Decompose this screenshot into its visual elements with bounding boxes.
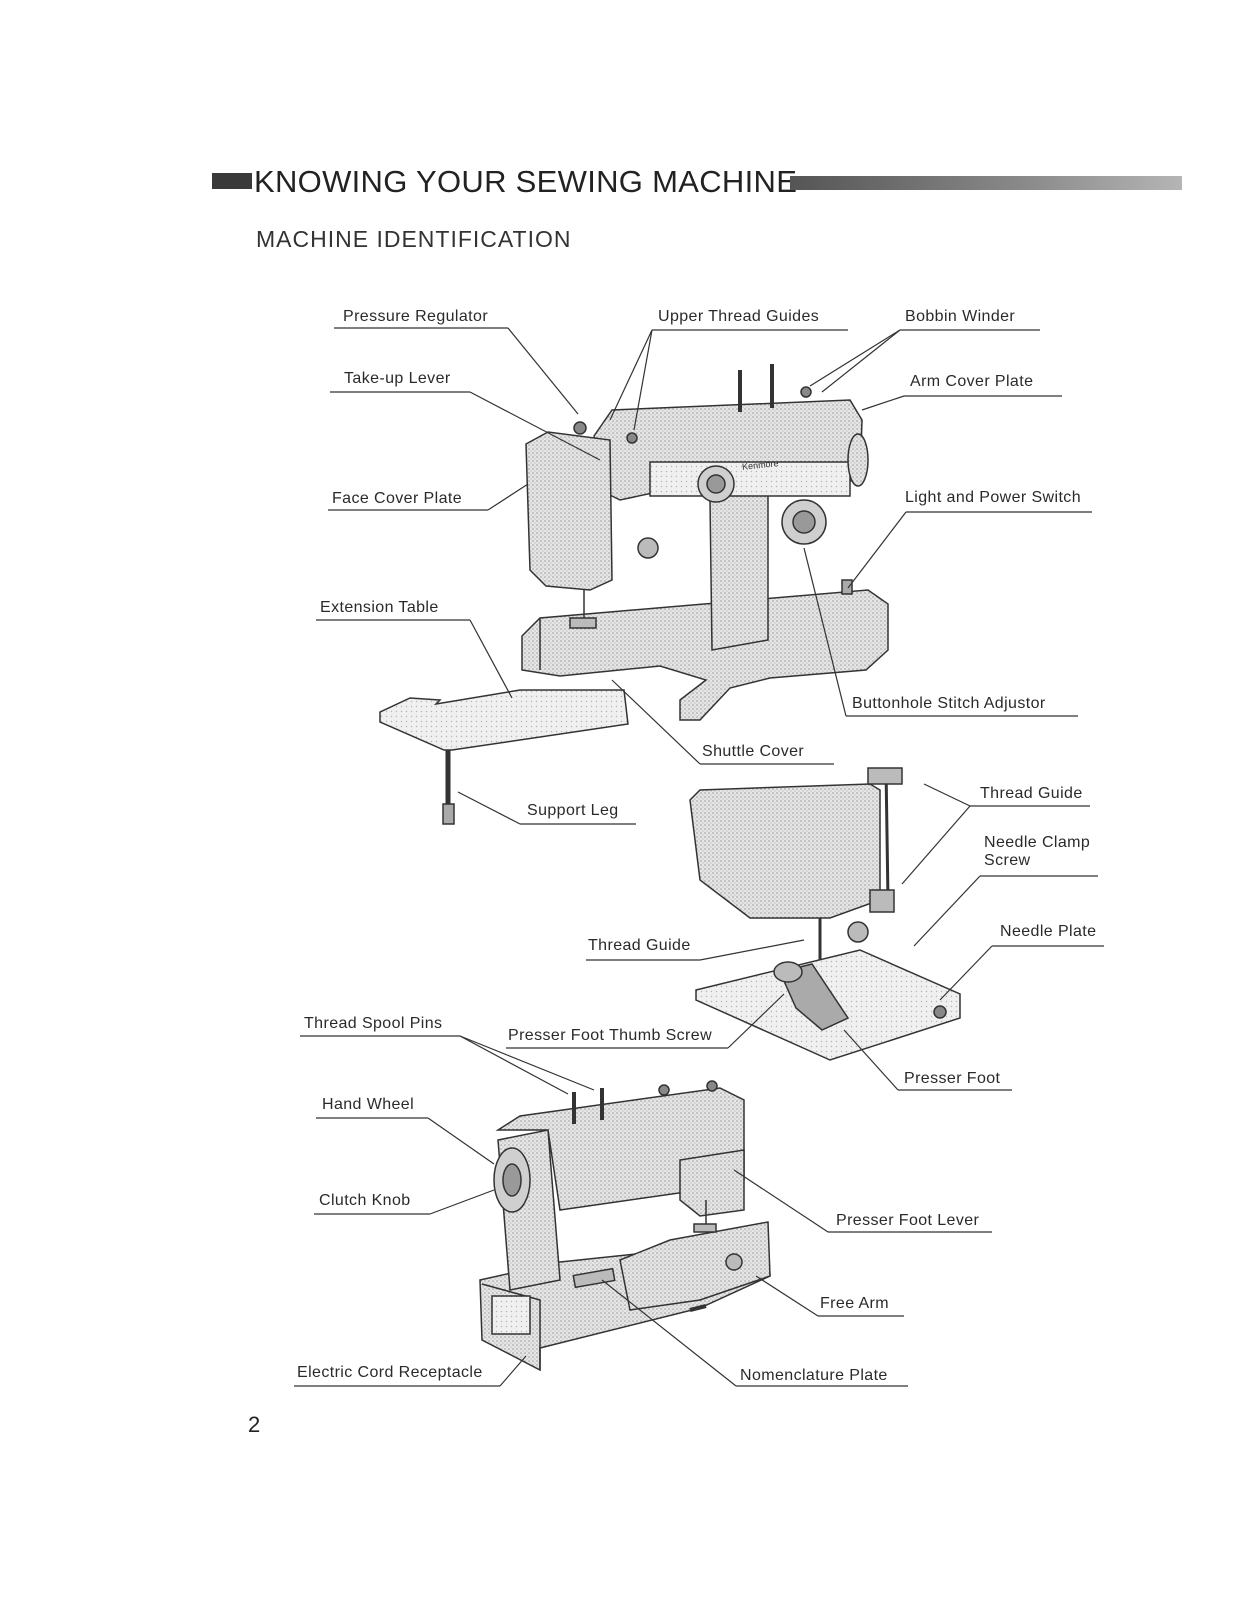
label-extension-table: Extension Table: [320, 599, 439, 616]
label-face-cover-plate: Face Cover Plate: [332, 490, 463, 507]
label-bobbin-winder: Bobbin Winder: [905, 308, 1016, 325]
detail-illustration: [689, 767, 961, 1061]
page-subtitle: MACHINE IDENTIFICATION: [256, 226, 572, 252]
heading-bar-left: [212, 173, 252, 189]
label-pressure-regulator: Pressure Regulator: [343, 308, 489, 325]
label-hand-wheel: Hand Wheel: [322, 1096, 415, 1113]
heading-bar-right: [790, 176, 1182, 190]
leader-lines: [294, 327, 1104, 1387]
label-buttonhole-stitch-adjustor: Buttonhole Stitch Adjustor: [852, 695, 1046, 712]
label-thread-guide-lower: Thread Guide: [588, 937, 691, 954]
label-nomenclature-plate: Nomenclature Plate: [740, 1367, 888, 1384]
top-machine-illustration: [521, 364, 889, 721]
label-thread-guide-upper: Thread Guide: [980, 785, 1083, 802]
label-thread-spool-pins: Thread Spool Pins: [304, 1015, 443, 1032]
label-needle-clamp-screw: Needle Clamp Screw: [984, 834, 1091, 869]
bottom-machine-illustration: [479, 1080, 771, 1372]
page-title: KNOWING YOUR SEWING MACHINE: [254, 164, 798, 199]
page-number: 2: [248, 1412, 261, 1437]
label-support-leg: Support Leg: [527, 802, 619, 819]
label-light-power-switch: Light and Power Switch: [905, 489, 1082, 506]
label-take-up-lever: Take-up Lever: [344, 370, 451, 387]
label-electric-cord-receptacle: Electric Cord Receptacle: [297, 1364, 483, 1381]
label-presser-foot-thumb-screw: Presser Foot Thumb Screw: [508, 1027, 713, 1044]
extension-table-illustration: [379, 689, 629, 825]
label-shuttle-cover: Shuttle Cover: [702, 743, 805, 760]
label-presser-foot: Presser Foot: [904, 1070, 1001, 1087]
label-upper-thread-guides: Upper Thread Guides: [658, 308, 820, 325]
label-needle-plate: Needle Plate: [1000, 923, 1097, 940]
label-arm-cover-plate: Arm Cover Plate: [910, 373, 1034, 390]
label-clutch-knob: Clutch Knob: [319, 1192, 411, 1209]
section-heading: KNOWING YOUR SEWING MACHINE: [212, 162, 1182, 206]
label-presser-foot-lever: Presser Foot Lever: [836, 1212, 980, 1229]
label-free-arm: Free Arm: [820, 1295, 889, 1312]
